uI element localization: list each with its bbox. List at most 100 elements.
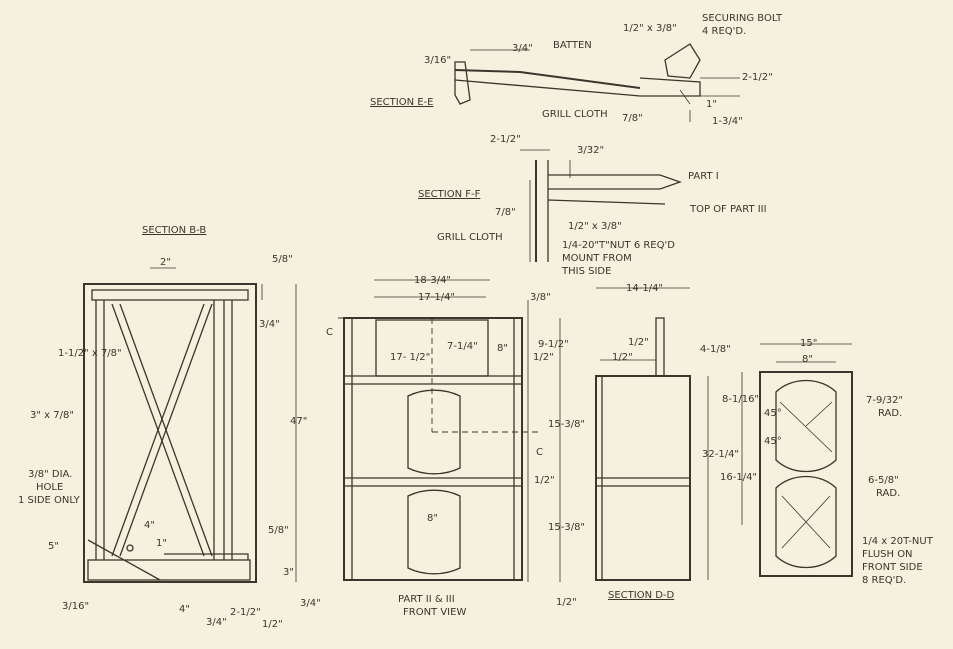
bb-dim-2: 2"	[160, 257, 171, 268]
bb-base-block	[87, 559, 251, 581]
baffle-rad-word-1: RAD.	[878, 408, 902, 419]
fv-cut-c: C	[326, 327, 333, 338]
ff-top-of-part-3: TOP OF PART III	[689, 204, 767, 215]
fv-dim-15-3-8-b: 15-3/8"	[548, 522, 585, 533]
ee-dim-1: 1"	[706, 99, 717, 110]
dd-dim-1-2-a: 1/2"	[628, 337, 649, 348]
fv-dim-8-top: 8"	[497, 343, 508, 354]
bb-dim-3: 3"	[283, 567, 294, 578]
ff-bolt-size: 1/2" x 3/8"	[568, 221, 622, 232]
baffle-tnut-line3: FRONT SIDE	[862, 562, 923, 573]
baffle-angle-45-b: 45°	[764, 436, 782, 447]
front-view-title-line1: PART II & III	[398, 594, 455, 605]
bb-stud-2: 3" x 7/8"	[30, 410, 74, 421]
ff-part-1: PART I	[688, 171, 719, 182]
ff-dim-7-8: 7/8"	[495, 207, 516, 218]
baffle-view: 15" 8" 8-1/16" 45° 45° 16-1/4" 7-9/32" R…	[720, 338, 934, 586]
top-of-part-3-line	[547, 199, 666, 205]
bb-dim-1-2: 1/2"	[262, 619, 283, 630]
bb-dim-3-4-right: 3/4"	[300, 598, 321, 609]
baffle-radius-lines-upper	[779, 401, 833, 453]
bb-top-rail	[91, 289, 249, 301]
section-b-b-title: SECTION B-B	[142, 225, 206, 236]
fv-dim-7-1-4: 7-1/4"	[447, 341, 478, 352]
section-b-b: SECTION B-B 2" 5/8" 3/4" 1-1/2" x 7/8" 3…	[18, 225, 321, 630]
ee-dim-3-4: 3/4"	[512, 43, 533, 54]
bb-hole-line1: 3/8" DIA.	[28, 469, 72, 480]
baffle-tnut-line1: 1/4 x 20T-NUT	[862, 536, 934, 547]
part-1-profile	[548, 174, 682, 190]
fv-dim-17-1-4: 17-1/4"	[418, 292, 455, 303]
bb-cleat	[87, 539, 161, 581]
frame-rail	[639, 77, 701, 97]
bb-dim-1: 1"	[156, 538, 167, 549]
baffle-rad-word-2: RAD.	[876, 488, 900, 499]
bb-dim-5-8-bot: 5/8"	[268, 525, 289, 536]
fv-dim-1-2-c: 1/2"	[556, 597, 577, 608]
ee-grill-cloth: GRILL CLOTH	[542, 109, 608, 120]
fv-dim-1-2-a: 1/2"	[533, 352, 554, 363]
ee-batten-label: BATTEN	[553, 40, 592, 51]
bb-stud-1: 1-1/2" x 7/8"	[58, 348, 122, 359]
bb-dim-4: 4"	[144, 520, 155, 531]
fv-dim-3-8: 3/8"	[530, 292, 551, 303]
ff-dim-3-32: 3/32"	[577, 145, 604, 156]
fv-dim-18-3-4: 18-3/4"	[414, 275, 451, 286]
baffle-angle-45-a: 45°	[764, 408, 782, 419]
baffle-rad-6-5-8: 6-5/8"	[868, 475, 899, 486]
front-view-title-line2: FRONT VIEW	[403, 607, 466, 618]
ff-tnut-line3: THIS SIDE	[561, 266, 611, 277]
fv-outer-frame	[343, 317, 523, 581]
ee-bolt-size: 1/2" x 3/8"	[623, 23, 677, 34]
section-e-e: 3/16" 3/4" BATTEN 1/2" x 3/8" SECURING B…	[370, 13, 783, 127]
bb-hole	[126, 544, 134, 552]
bb-hole-line3: 1 SIDE ONLY	[18, 495, 81, 506]
baffle-lower-opening	[775, 475, 837, 569]
baffle-upper-opening	[775, 379, 837, 473]
fv-dim-9-1-2: 9-1/2"	[538, 339, 569, 350]
fv-dim-1-2-b: 1/2"	[534, 475, 555, 486]
ff-tnut-line2: MOUNT FROM	[562, 253, 632, 264]
fv-lower-opening	[407, 489, 461, 575]
bb-dim-3-4-bot: 3/4"	[206, 617, 227, 628]
bb-dim-3-16: 3/16"	[62, 601, 89, 612]
bb-dim-5: 5"	[48, 541, 59, 552]
bb-dim-3-4-top: 3/4"	[259, 319, 280, 330]
ee-dim-2-1-2: 2-1/2"	[742, 72, 773, 83]
fv-dim-17-1-2: 17- 1/2"	[390, 352, 430, 363]
baffle-edge	[454, 61, 471, 105]
bb-dim-5-8-top: 5/8"	[272, 254, 293, 265]
section-d-d-title: SECTION D-D	[608, 590, 675, 601]
ee-dim-3-16: 3/16"	[424, 55, 451, 66]
section-e-e-title: SECTION E-E	[370, 97, 433, 108]
securing-bolt	[664, 43, 701, 79]
baffle-radius-lines-lower	[781, 495, 831, 549]
fv-dim-8-mid: 8"	[427, 513, 438, 524]
dd-dim-32-1-4: 32-1/4"	[702, 449, 739, 460]
ff-grill-cloth: GRILL CLOTH	[437, 232, 503, 243]
dd-dim-14-1-4: 14-1/4"	[626, 283, 663, 294]
baffle-dim-8: 8"	[802, 354, 813, 365]
dd-dim-4-1-8: 4-1/8"	[700, 344, 731, 355]
dd-dim-1-2-b: 1/2"	[612, 352, 633, 363]
bb-hole-line2: HOLE	[36, 482, 63, 493]
front-view: 18-3/4" 17-1/4" C 3/8" 9-1/2" 7-1/4" 17-…	[326, 275, 585, 618]
baffle-tnut-line4: 8 REQ'D.	[862, 575, 906, 586]
dd-top-rail	[655, 317, 665, 377]
ff-tnut-line1: 1/4-20"T"NUT 6 REQ'D	[562, 240, 675, 251]
baffle-dim-15: 15"	[800, 338, 817, 349]
section-f-f-title: SECTION F-F	[418, 189, 481, 200]
section-f-f: 2-1/2" 3/32" PART I TOP OF PART III 7/8"…	[418, 134, 767, 277]
fv-dim-15-3-8-a: 15-3/8"	[548, 419, 585, 430]
bb-dim-2-1-2: 2-1/2"	[230, 607, 261, 618]
ee-securing-bolt-qty: 4 REQ'D.	[702, 26, 746, 37]
bb-brace-2	[111, 303, 213, 557]
section-d-d: 14-1/4" 1/2" 1/2" 4-1/8" 32-1/4" SECTION…	[595, 283, 739, 601]
ee-dim-7-8: 7/8"	[622, 113, 643, 124]
baffle-rad-7-9-32: 7-9/32"	[866, 395, 903, 406]
bb-floor-board	[164, 553, 249, 560]
baffle-tnut-line2: FLUSH ON	[862, 549, 913, 560]
ee-securing-bolt: SECURING BOLT	[702, 13, 783, 24]
batten-line	[454, 69, 641, 89]
